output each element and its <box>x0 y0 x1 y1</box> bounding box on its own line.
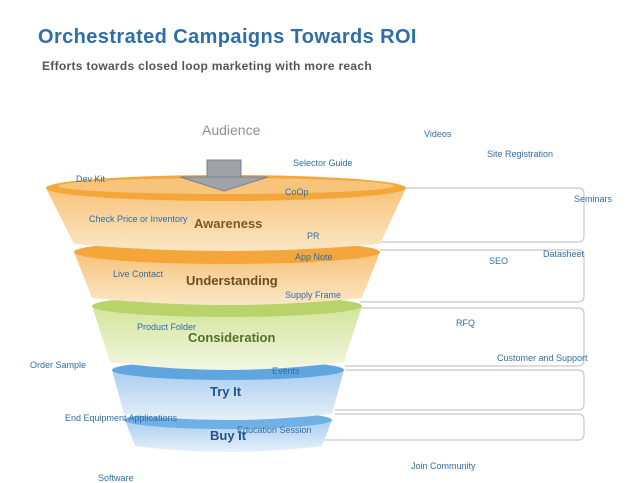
tactic-pr: PR <box>307 231 320 241</box>
tactic-live-contact: Live Contact <box>113 269 164 279</box>
tactic-datasheet: Datasheet <box>543 249 585 259</box>
bracket-buy-it <box>325 413 585 441</box>
tactic-end-equipment: End Equipment Applications <box>65 413 178 423</box>
stage-brackets <box>325 187 585 441</box>
audience-arrow-icon <box>179 159 269 192</box>
stage-label-awareness: Awareness <box>194 216 263 231</box>
bracket-understanding <box>360 249 585 303</box>
stage-label-consideration: Consideration <box>188 330 276 345</box>
tactic-selector-guide: Selector Guide <box>293 158 353 168</box>
tactic-customer-support: Customer and Support <box>497 353 588 363</box>
tactic-events: Events <box>272 366 300 376</box>
bracket-awareness <box>370 187 585 243</box>
page-subtitle: Efforts towards closed loop marketing wi… <box>42 59 372 73</box>
tactic-seo: SEO <box>489 256 509 266</box>
tactic-product-folder: Product Folder <box>137 322 197 332</box>
page-title: Orchestrated Campaigns Towards ROI <box>38 26 417 48</box>
audience-label: Audience <box>202 122 261 138</box>
bracket-consideration <box>345 307 585 367</box>
tactic-app-note: App Note <box>295 252 333 262</box>
tactic-software: Software <box>98 473 134 483</box>
tactic-videos: Videos <box>424 129 452 139</box>
tactic-check-price: Check Price or Inventory <box>89 214 188 224</box>
tactic-supply-frame: Supply Frame <box>285 290 342 300</box>
bracket-try-it <box>335 369 585 411</box>
stage-label-buy-it: Buy It <box>210 428 247 443</box>
tactic-site-registration: Site Registration <box>487 149 554 159</box>
tactic-order-sample: Order Sample <box>30 360 87 370</box>
tactic-join-community: Join Community <box>411 461 476 471</box>
tactic-rfq: RFQ <box>456 318 475 328</box>
stage-label-try-it: Try It <box>210 384 242 399</box>
tactic-coop: CoOp <box>285 187 309 197</box>
tactic-dev-kit: Dev Kit <box>76 174 106 184</box>
tactic-education-session: Education Session <box>237 425 312 435</box>
stage-label-understanding: Understanding <box>186 273 278 288</box>
tactic-seminars: Seminars <box>574 194 613 204</box>
